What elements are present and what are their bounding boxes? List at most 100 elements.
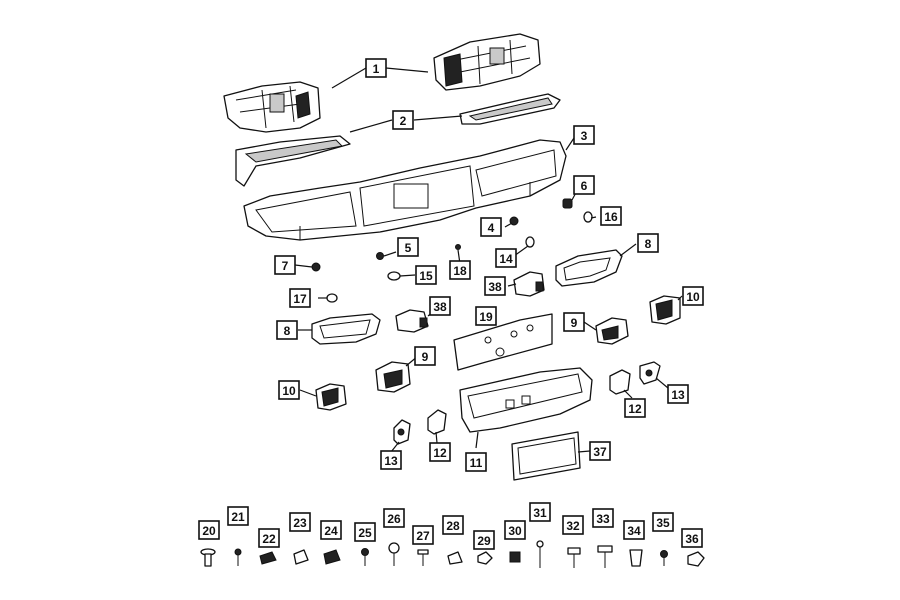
callout-c34: 34 — [623, 520, 645, 540]
callout-c38b: 38 — [484, 276, 506, 296]
callout-label: 3 — [581, 129, 588, 143]
step-pad-left — [235, 135, 351, 187]
license-plate-37 — [511, 431, 581, 481]
callout-c7: 7 — [274, 255, 296, 275]
callout-label: 5 — [405, 241, 412, 255]
callout-label: 27 — [416, 529, 430, 543]
callout-label: 21 — [231, 510, 245, 524]
bracket-13-right — [639, 361, 661, 385]
callout-c29: 29 — [473, 530, 495, 550]
bezel-8-right — [555, 249, 623, 287]
stud-31 — [536, 540, 544, 568]
callout-c18: 18 — [449, 260, 471, 280]
callout-label: 25 — [358, 526, 372, 540]
bracket-10-left — [315, 383, 347, 411]
grommet-14 — [525, 236, 535, 248]
callout-label: 9 — [422, 350, 429, 364]
callout-label: 28 — [446, 519, 460, 533]
bolt-32 — [567, 547, 581, 568]
callout-c10b: 10 — [278, 380, 300, 400]
bracket-right — [433, 33, 541, 91]
callout-c35: 35 — [652, 512, 674, 532]
callout-c22: 22 — [258, 528, 280, 548]
callout-c24: 24 — [320, 520, 342, 540]
callout-label: 34 — [627, 524, 641, 538]
callout-label: 38 — [433, 300, 447, 314]
lower-panel-11 — [459, 367, 593, 433]
callout-c30: 30 — [504, 520, 526, 540]
callout-label: 7 — [282, 259, 289, 273]
callout-label: 10 — [686, 290, 700, 304]
callout-c21: 21 — [227, 506, 249, 526]
callout-c33: 33 — [592, 508, 614, 528]
callout-label: 13 — [384, 454, 398, 468]
callout-c26: 26 — [383, 508, 405, 528]
callout-label: 16 — [604, 210, 618, 224]
lamp-housing-9-right — [595, 317, 629, 345]
callout-c12a: 12 — [624, 398, 646, 418]
fastener-6 — [562, 198, 573, 209]
callout-label: 6 — [581, 179, 588, 193]
callout-label: 35 — [656, 516, 670, 530]
callout-label: 8 — [284, 324, 291, 338]
bracket-left — [223, 81, 321, 133]
callout-c38a: 38 — [429, 296, 451, 316]
callout-c25: 25 — [354, 522, 376, 542]
plate-bracket-19 — [453, 313, 553, 371]
clip-23 — [293, 549, 309, 565]
callout-label: 33 — [596, 512, 610, 526]
callout-c1: 1 — [365, 58, 387, 78]
bolt-20 — [200, 548, 216, 567]
callout-c17: 17 — [289, 288, 311, 308]
callout-label: 10 — [282, 384, 296, 398]
callout-c23: 23 — [289, 512, 311, 532]
bracket-10-right — [649, 295, 681, 325]
clip-28 — [447, 551, 463, 565]
callout-label: 24 — [324, 524, 338, 538]
callout-c20: 20 — [198, 520, 220, 540]
bracket-13-left — [393, 419, 411, 445]
callout-label: 18 — [453, 264, 467, 278]
pin-18 — [455, 244, 461, 250]
callout-c8b: 8 — [276, 320, 298, 340]
lamp-housing-9-left — [375, 361, 411, 393]
callout-label: 4 — [488, 221, 495, 235]
callout-c16: 16 — [600, 206, 622, 226]
callout-c5: 5 — [397, 237, 419, 257]
callout-c32: 32 — [562, 515, 584, 535]
callout-c36: 36 — [681, 528, 703, 548]
callout-label: 11 — [470, 456, 483, 470]
grommet-15 — [387, 271, 401, 281]
callout-c37: 37 — [589, 441, 611, 461]
pin-27 — [417, 549, 429, 566]
callout-label: 30 — [508, 524, 522, 538]
grommet-17 — [326, 293, 338, 303]
callout-label: 29 — [477, 534, 491, 548]
callout-c8a: 8 — [637, 233, 659, 253]
callout-c13a: 13 — [667, 384, 689, 404]
callout-label: 12 — [433, 446, 447, 460]
callout-c12b: 12 — [429, 442, 451, 462]
callout-c10a: 10 — [682, 286, 704, 306]
fastener-7 — [311, 262, 321, 272]
callout-label: 8 — [645, 237, 652, 251]
callout-label: 17 — [293, 292, 307, 306]
clip-34 — [629, 549, 643, 567]
bolt-25 — [361, 548, 369, 566]
callout-label: 20 — [202, 524, 216, 538]
callout-c2: 2 — [392, 110, 414, 130]
callout-c19: 19 — [475, 306, 497, 326]
callout-label: 26 — [387, 512, 401, 526]
callout-label: 13 — [671, 388, 685, 402]
callout-c9a: 9 — [563, 312, 585, 332]
rear-bumper — [243, 139, 567, 241]
callout-label: 9 — [571, 316, 578, 330]
callout-c6: 6 — [573, 175, 595, 195]
nut-36 — [687, 551, 705, 567]
callout-c31: 31 — [529, 502, 551, 522]
bracket-12-right — [609, 369, 631, 395]
callout-c13b: 13 — [380, 450, 402, 470]
callout-c11: 11 — [465, 452, 487, 472]
sensor-38-right — [513, 271, 545, 297]
